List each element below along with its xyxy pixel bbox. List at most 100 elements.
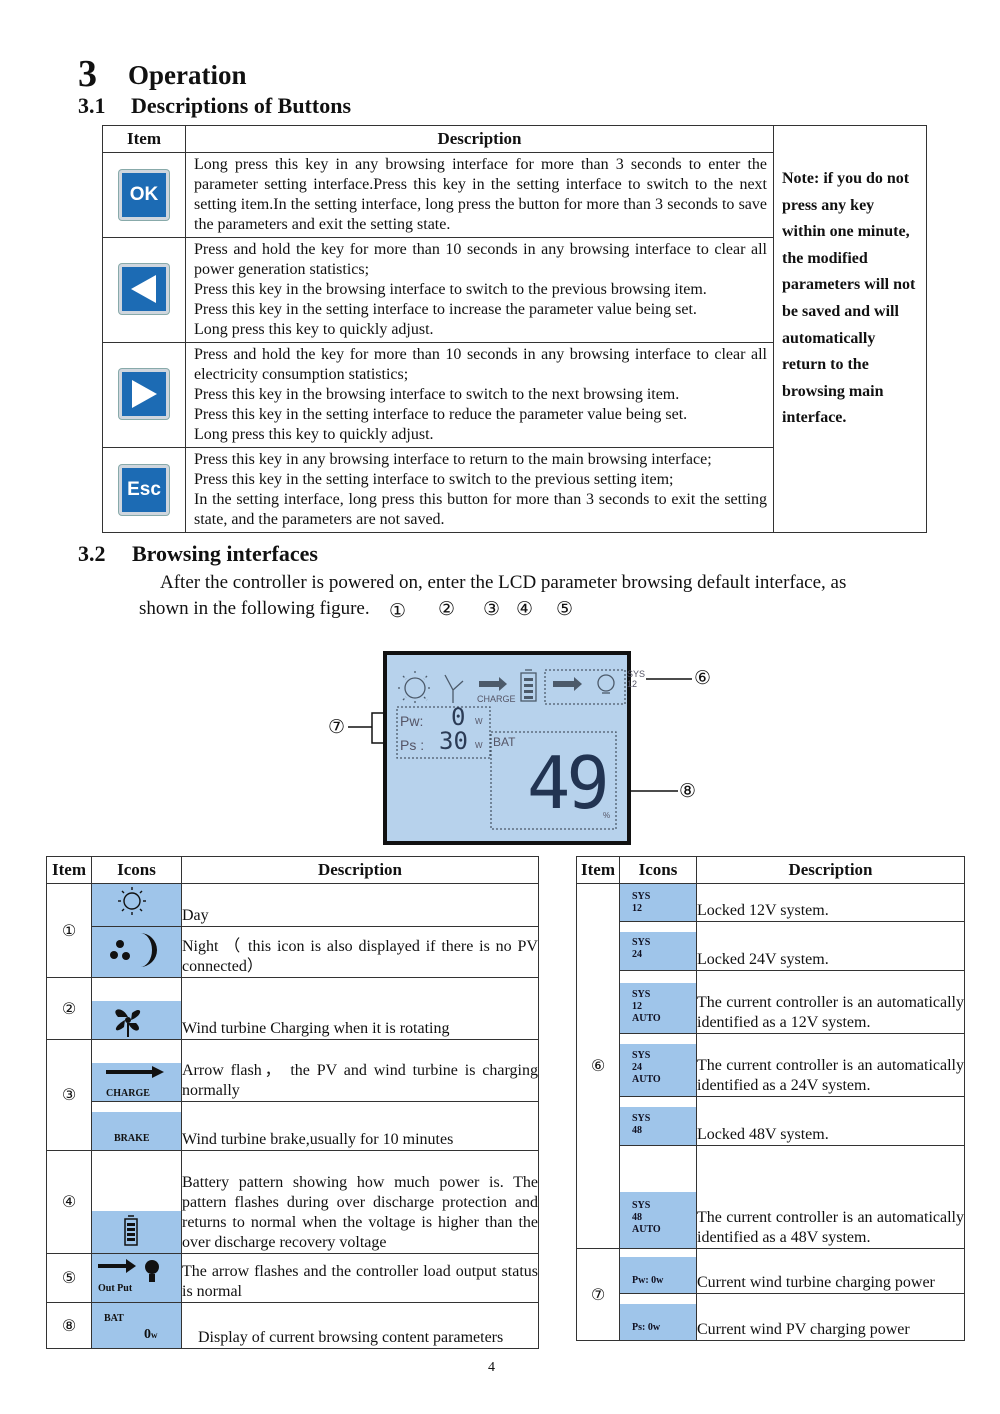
output-arrow-bulb-icon [98,1259,159,1282]
esc-key-cell: Esc [102,447,186,533]
lcd-pw-unit: W [475,717,483,726]
night-icon [110,933,157,967]
output-description: The arrow flashes and the controller loa… [181,1253,539,1303]
left-arrow-key-icon [119,264,169,314]
pw-icon-cell: Pw: 0w [619,1248,697,1294]
brake-icon-cell: BRAKE [91,1101,182,1151]
ps-icon-cell: Ps: 0w [619,1293,697,1341]
item-7-number: ⑦ [576,1248,620,1341]
bat-description: Display of current browsing content para… [181,1302,539,1349]
ok-key-icon: OK [119,170,169,220]
wind-icon-cell [91,977,182,1040]
right-header-description: Description [696,856,965,884]
ok-key-description: Long press this key in any browsing inte… [185,152,774,238]
icons-table-left: Item Icons Description ① Day Night （ thi… [46,856,539,1349]
night-icon-cell [91,926,182,978]
left-key-cell [102,237,186,343]
item-8-number: ⑧ [46,1302,92,1349]
pw-description: Current wind turbine charging power [696,1248,965,1294]
item-6-number: ⑥ [576,883,620,1249]
output-icon-cell: Out Put [91,1253,182,1303]
section-title: Operation [128,60,247,90]
ps-icon-label: Ps: 0w [632,1322,661,1333]
battery-description: Battery pattern showing how much power i… [181,1150,539,1254]
sun-icon [118,887,146,915]
bat-label: BAT [104,1313,124,1324]
esc-key-description: Press this key in any browsing interface… [185,447,774,533]
charge-icon-cell: CHARGE [91,1039,182,1102]
right-key-description: Press and hold the key for more than 10 … [185,342,774,448]
sys12auto-description: The current controller is an automatical… [696,970,965,1034]
bat-value-icon-cell: BAT 0w [91,1302,182,1349]
day-description: Day [181,883,539,927]
intro-line-2: shown in the following figure. [139,598,370,619]
item-5-number: ⑤ [46,1253,92,1303]
battery-icon [124,1215,138,1246]
page-number: 4 [488,1360,495,1375]
output-label: Out Put [98,1283,133,1294]
callout-1: ① [389,600,407,622]
battery-icon-cell [91,1150,182,1254]
subsection-number-2: 3.2 [78,541,106,566]
charge-arrow-icon [106,1066,164,1078]
callout-2: ② [438,598,456,620]
right-key-cell [102,342,186,448]
subsection-title: Descriptions of Buttons [131,93,352,118]
left-key-description: Press and hold the key for more than 10 … [185,237,774,343]
ps-description: Current wind PV charging power [696,1293,965,1341]
subsection-title-2: Browsing interfaces [132,541,318,566]
day-icon-cell [91,883,182,927]
sys24auto-description: The current controller is an automatical… [696,1033,965,1097]
brake-description: Wind turbine brake,usually for 10 minute… [181,1101,539,1151]
lcd-pw-label: Pw: [400,713,424,729]
lcd-ps-value: 30 [439,727,468,755]
wind-description: Wind turbine Charging when it is rotatin… [181,977,539,1040]
lcd-bat-value: 49 [527,741,610,825]
callout-4: ④ [516,598,534,620]
brake-label: BRAKE [114,1133,150,1144]
wind-turbine-icon [115,1009,141,1037]
sys48-description: Locked 48V system. [696,1096,965,1146]
lcd-sys: SYS [627,669,646,679]
lcd-bat-label: BAT [493,735,516,749]
intro-line-1: After the controller is powered on, ente… [160,572,847,593]
callout-6: ⑥ [694,667,712,689]
item-4-number: ④ [46,1150,92,1254]
sys12-description: Locked 12V system. [696,883,965,922]
callout-7: ⑦ [328,716,346,738]
left-header-description: Description [181,856,539,884]
right-arrow-key-icon [119,369,169,419]
sys48auto-description: The current controller is an automatical… [696,1145,965,1249]
callout-5: ⑤ [556,598,574,620]
bat-value: 0w [144,1327,158,1342]
subsection-number: 3.1 [78,93,106,118]
ok-key-cell: OK [102,152,186,238]
lcd-pw-value: 0 [451,703,466,731]
pw-icon-label: Pw: 0w [632,1275,664,1286]
item-1-number: ① [46,883,92,978]
night-description: Night （ this icon is also displayed if t… [181,926,539,978]
callout-3: ③ [483,598,501,620]
lcd-display: CHARGE SYS 12 Pw: 0 W Ps : 30 W BAT 49 % [383,651,645,845]
right-header-icons: Icons [619,856,697,884]
right-header-item: Item [576,856,620,884]
lcd-charge-label: CHARGE [477,694,516,704]
item-2-number: ② [46,977,92,1040]
sys24-description: Locked 24V system. [696,921,965,971]
lcd-bat-unit: % [603,811,611,820]
left-header-icons: Icons [91,856,182,884]
note: Note: if you do not press any key within… [773,125,927,533]
charge-description: Arrow flash， the PV and wind turbine is … [181,1039,539,1102]
lcd-graphics [396,669,626,830]
esc-key-icon: Esc [119,465,169,515]
lcd-sys-value: 12 [627,679,638,689]
left-header-item: Item [46,856,92,884]
item-3-number: ③ [46,1039,92,1151]
buttons-table: Item Description Note: if you do not pre… [102,125,927,533]
